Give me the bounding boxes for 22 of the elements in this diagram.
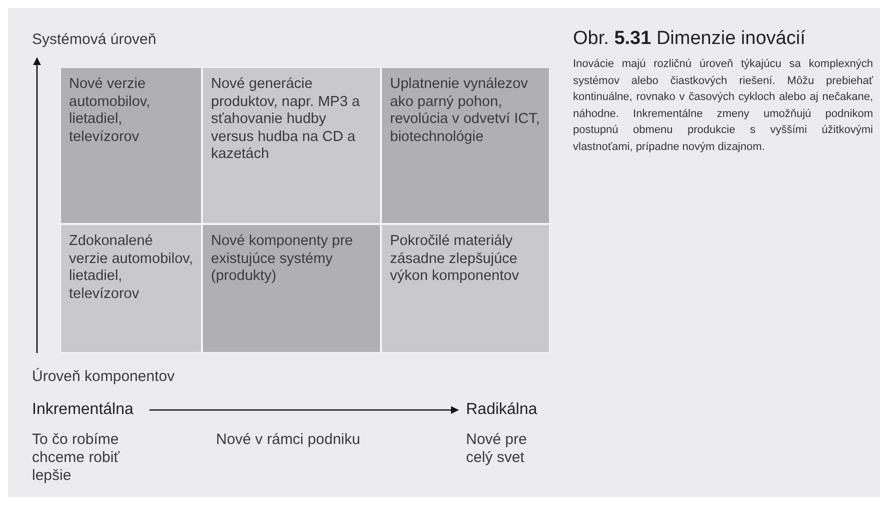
axis-end-label: Radikálna — [466, 400, 538, 420]
caption-text: Inovácie majú rozličnú úroveň týkajúcu sa komplexných systémov alebo čiastkových riešení. Môžu prebiehať kontinuálne, rovnako v časových cykloch alebo aj nečakane, náhodne. Inkrementálne zmeny umožňujú podnikom postupnú obmenu produkcie s vyššími úžitkovými vlastnoťami, prípadne novým dizajnom. — [573, 57, 873, 154]
arrow — [149, 406, 459, 414]
cell-text: Zdokonalené verzie automobilov, lietadiel, televízorov — [69, 233, 193, 303]
scale-description: Nové pre celý svet — [466, 431, 528, 467]
matrix-cell — [202, 67, 381, 224]
figure-title: Obr. 5.31 Dimenzie inovácií — [573, 28, 806, 50]
cell-text: Uplatnenie vynálezov ako parný pohon, revolúcia v odvetví ICT, biotechnológie — [390, 76, 541, 146]
matrix-cell — [202, 224, 381, 353]
matrix-cell — [381, 67, 550, 224]
scale-description: Nové v rámci podniku — [216, 431, 360, 449]
cell-text: Nové generácie produktov, napr. MP3 a sťahovanie hudby versus hudba na CD a kazetách — [211, 76, 361, 164]
cell-text: Nové verzie automobilov, lietadiel, televízorov — [69, 76, 152, 146]
matrix-cell — [381, 224, 550, 353]
cell-text: Pokročilé materiály zásadne zlepšujúce výkon komponentov — [390, 233, 520, 286]
scale-description: To čo robíme chceme robiť lepšie — [32, 431, 120, 485]
cell-text: Nové komponenty pre existujúce systémy (produkty) — [211, 233, 354, 286]
matrix-cell — [60, 224, 202, 353]
matrix-cell — [60, 67, 202, 224]
axis-end-label: Inkrementálna — [32, 400, 134, 420]
axis-label: Úroveň komponentov — [32, 368, 175, 386]
axis-label: Systémová úroveň — [32, 31, 156, 49]
